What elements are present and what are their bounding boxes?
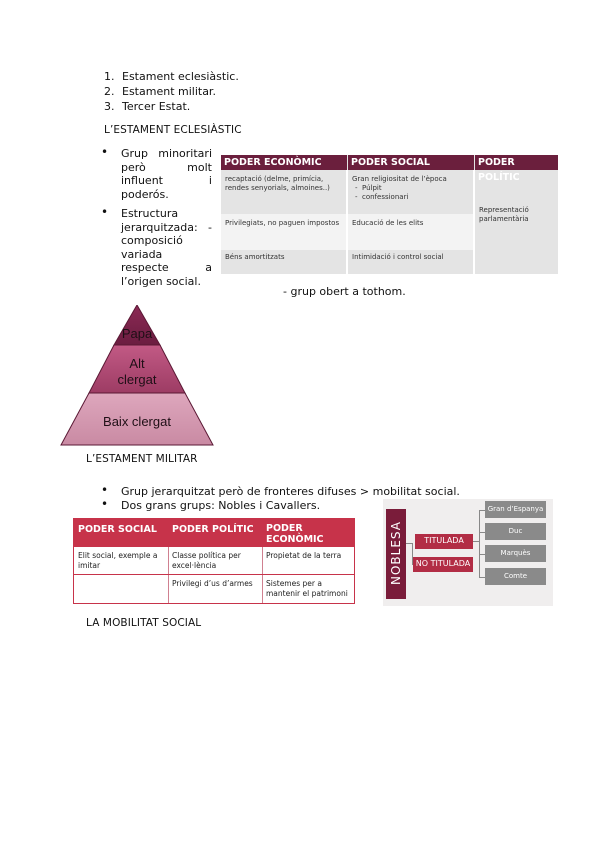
bullet-icon: • [101, 483, 109, 497]
table-cell: Sistemes per a mantenir el patrimoni [266, 579, 348, 598]
table-cell: Elit social, exemple a imitar [78, 551, 158, 570]
extra-line: - grup obert a tothom. [283, 285, 406, 298]
connector-line [479, 577, 485, 578]
connector-line [479, 510, 485, 511]
column-divider [346, 170, 348, 274]
pyramid-bottom [60, 392, 214, 446]
powers-table-military: PODER SOCIAL PODER POLÍTIC PODER ECONÒMI… [73, 518, 355, 604]
table-cell: Educació de les elits [352, 219, 424, 227]
table-cell: Privilegiats, no paguen impostos [225, 219, 340, 227]
table-header-row [74, 519, 354, 547]
bullet-line: composició [121, 234, 183, 247]
pyramid-label-alt-clergat: Alt clergat [117, 356, 157, 387]
pyramid-label-papa: Papa [121, 326, 153, 341]
clergy-pyramid [60, 305, 214, 446]
bullet-text: Grup jerarquitzat però de fronteres difu… [121, 485, 460, 498]
column-divider [473, 170, 475, 274]
powers-table-clergy: PODER ECONÒMIC PODER SOCIAL PODER POLÍTI… [221, 155, 558, 274]
table-header: PODER SOCIAL [78, 524, 157, 535]
list-text: Tercer Estat. [122, 100, 191, 113]
table-cell: Gran religiositat de l’època - Púlpit - … [352, 175, 470, 202]
column-divider [168, 547, 169, 603]
list-item: 2. Estament militar. [104, 85, 216, 99]
table-cell: Propietat de la terra [266, 551, 342, 560]
connector-line [479, 554, 485, 555]
bullet-line: l’origen social. [121, 274, 201, 288]
table-cell: Privilegi d’us d’armes [172, 579, 253, 588]
bullet-icon: • [101, 205, 109, 219]
table-header: PODER POLÍTIC [172, 524, 254, 535]
connector-line [479, 532, 485, 533]
list-item: 3. Tercer Estat. [104, 100, 190, 114]
rank-duc: Duc [485, 523, 546, 540]
rank-comte: Comte [485, 568, 546, 585]
table-header: PODER POLÍTIC [475, 155, 558, 183]
connector-line [479, 510, 480, 577]
bullet-item: • Dos grans grups: Nobles i Cavallers. [101, 497, 321, 513]
bullet-line: influent i [121, 174, 212, 187]
nobility-title-bar [386, 509, 406, 599]
list-number: 2. [104, 85, 115, 98]
table-header: PODER ECONÒMIC [266, 523, 324, 545]
connector-line [406, 543, 413, 544]
nobility-title: NOBLESA [389, 521, 403, 585]
connector-line [473, 541, 479, 542]
list-number: 1. [104, 70, 115, 83]
nobility-diagram: NOBLESA TITULADA NO TITULADA Gran d’Espa… [383, 499, 553, 606]
nobility-group-titulada: TITULADA [415, 534, 473, 549]
bullet-icon: • [101, 497, 109, 511]
cell-title: Gran religiositat de l’època [352, 175, 447, 183]
bullet-line: Grup minoritari [121, 147, 212, 160]
bullet-text: Dos grans grups: Nobles i Cavallers. [121, 499, 321, 512]
list-item: 1. Estament eclesiàstic. [104, 70, 239, 84]
table-header: PODER ECONÒMIC [221, 155, 347, 170]
bullet-line: Estructura [121, 207, 179, 220]
nobility-group-no-titulada: NO TITULADA [413, 557, 473, 572]
list-text: Estament eclesiàstic. [122, 70, 239, 83]
rank-marques: Marquès [485, 545, 546, 562]
bullet-line: respecte a [121, 261, 212, 274]
connector-line [412, 543, 413, 564]
bullet-item: • Grup minoritari però molt influent i p… [101, 145, 212, 201]
heading-mobilitat: LA MOBILITAT SOCIAL [86, 617, 202, 629]
table-cell: Representació parlamentària [479, 206, 529, 223]
table-cell: Béns amortitzats [225, 253, 285, 261]
bullet-line: poderós. [121, 187, 169, 201]
column-divider [262, 547, 263, 603]
heading-eclesiastic: L’ESTAMENT ECLESIÀSTIC [104, 124, 242, 136]
rank-gran-espanya: Gran d’Espanya [485, 501, 546, 518]
bullet-item: • Grup jerarquitzat però de fronteres dif… [101, 483, 460, 499]
bullet-item: • Estructura jerarquitzada: - composició… [101, 205, 212, 288]
row-divider [74, 574, 354, 575]
pyramid-label-baix-clergat: Baix clergat [103, 414, 171, 429]
cell-subitem: - confessionari [355, 193, 409, 201]
table-cell: Intimidació i control social [352, 253, 444, 261]
list-text: Estament militar. [122, 85, 216, 98]
table-cell: recaptació (delme, primícia, rendes seny… [225, 175, 330, 192]
bullet-line: jerarquitzada: - [121, 220, 212, 234]
table-header: PODER SOCIAL [348, 155, 474, 170]
table-cell: Classe política per excel·lència [172, 551, 241, 570]
bullet-line: variada [121, 247, 163, 261]
heading-militar: L’ESTAMENT MILITAR [86, 453, 198, 465]
bullet-icon: • [101, 145, 109, 159]
bullet-line: però molt [121, 160, 212, 174]
cell-subitem: - Púlpit [355, 184, 382, 192]
list-number: 3. [104, 100, 115, 113]
